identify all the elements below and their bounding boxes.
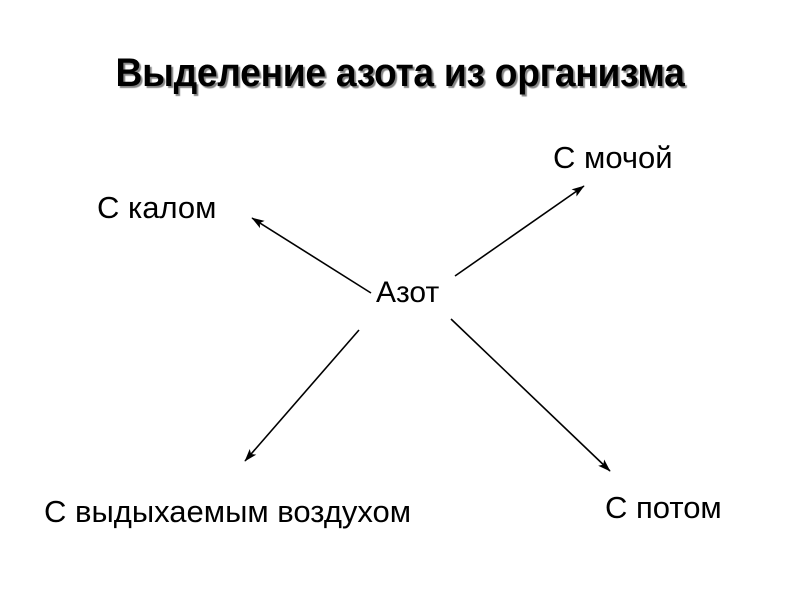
node-label-exhaled-air: С выдыхаемым воздухом [44, 494, 412, 529]
node-label-nitrogen: Азот [376, 276, 440, 309]
page-title: Выделение азота из организма [115, 51, 685, 95]
arrow-to-urine [454, 185, 585, 277]
arrow-to-feces [251, 217, 372, 294]
arrow-to-sweat [450, 318, 611, 472]
arrow-to-exhaled-air [244, 329, 360, 462]
node-label-sweat: С потом [605, 490, 722, 525]
node-label-feces: С калом [97, 190, 217, 225]
node-label-urine: С мочой [553, 140, 673, 175]
